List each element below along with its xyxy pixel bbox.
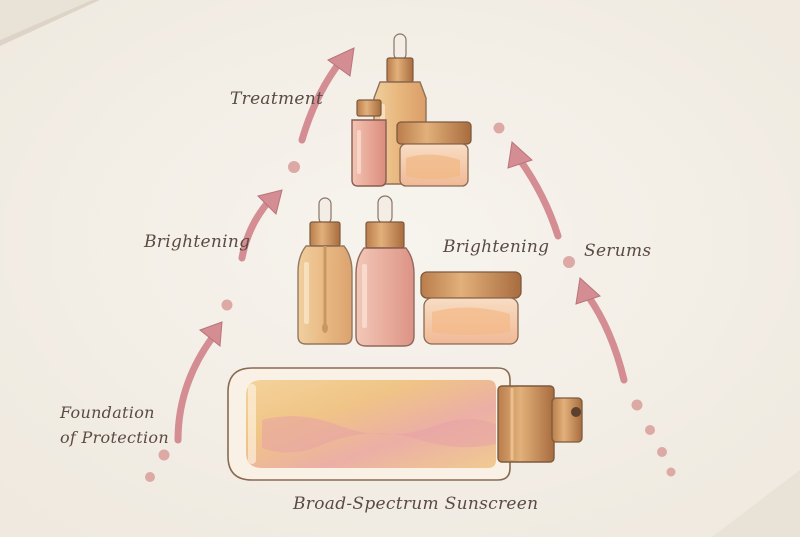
brightening-dropper-left <box>297 197 353 345</box>
label-foundation-of-protection: Foundation of Protection <box>60 400 169 450</box>
tier-sunscreen <box>227 367 583 481</box>
sunscreen-cap <box>497 385 583 463</box>
sunscreen-bottle <box>227 367 511 481</box>
label-foundation-line1: Foundation <box>60 403 155 422</box>
arrow-foundation-to-brightening <box>174 321 223 444</box>
label-foundation-line2: of Protection <box>60 428 169 447</box>
label-serums: Serums <box>584 241 652 261</box>
arrow-serums-to-treatment <box>507 141 562 240</box>
treatment-small-bottle <box>351 99 387 187</box>
paper-corner-bottom-right <box>712 470 800 537</box>
brightening-jar <box>420 271 522 345</box>
label-brightening-left: Brightening <box>144 232 251 252</box>
brightening-dropper-right <box>355 195 415 347</box>
tier-treatment <box>351 33 472 187</box>
label-broad-spectrum-sunscreen: Broad-Spectrum Sunscreen <box>293 494 539 514</box>
arrow-left-to-top <box>298 47 355 144</box>
arrow-brightening-to-treatment <box>238 189 283 262</box>
arrow-base-to-serums <box>575 277 628 384</box>
label-treatment: Treatment <box>230 89 324 109</box>
tier-brightening <box>297 195 522 347</box>
label-brightening-right: Brightening <box>443 237 550 257</box>
treatment-jar <box>396 121 472 187</box>
decorative-dots <box>145 122 676 482</box>
